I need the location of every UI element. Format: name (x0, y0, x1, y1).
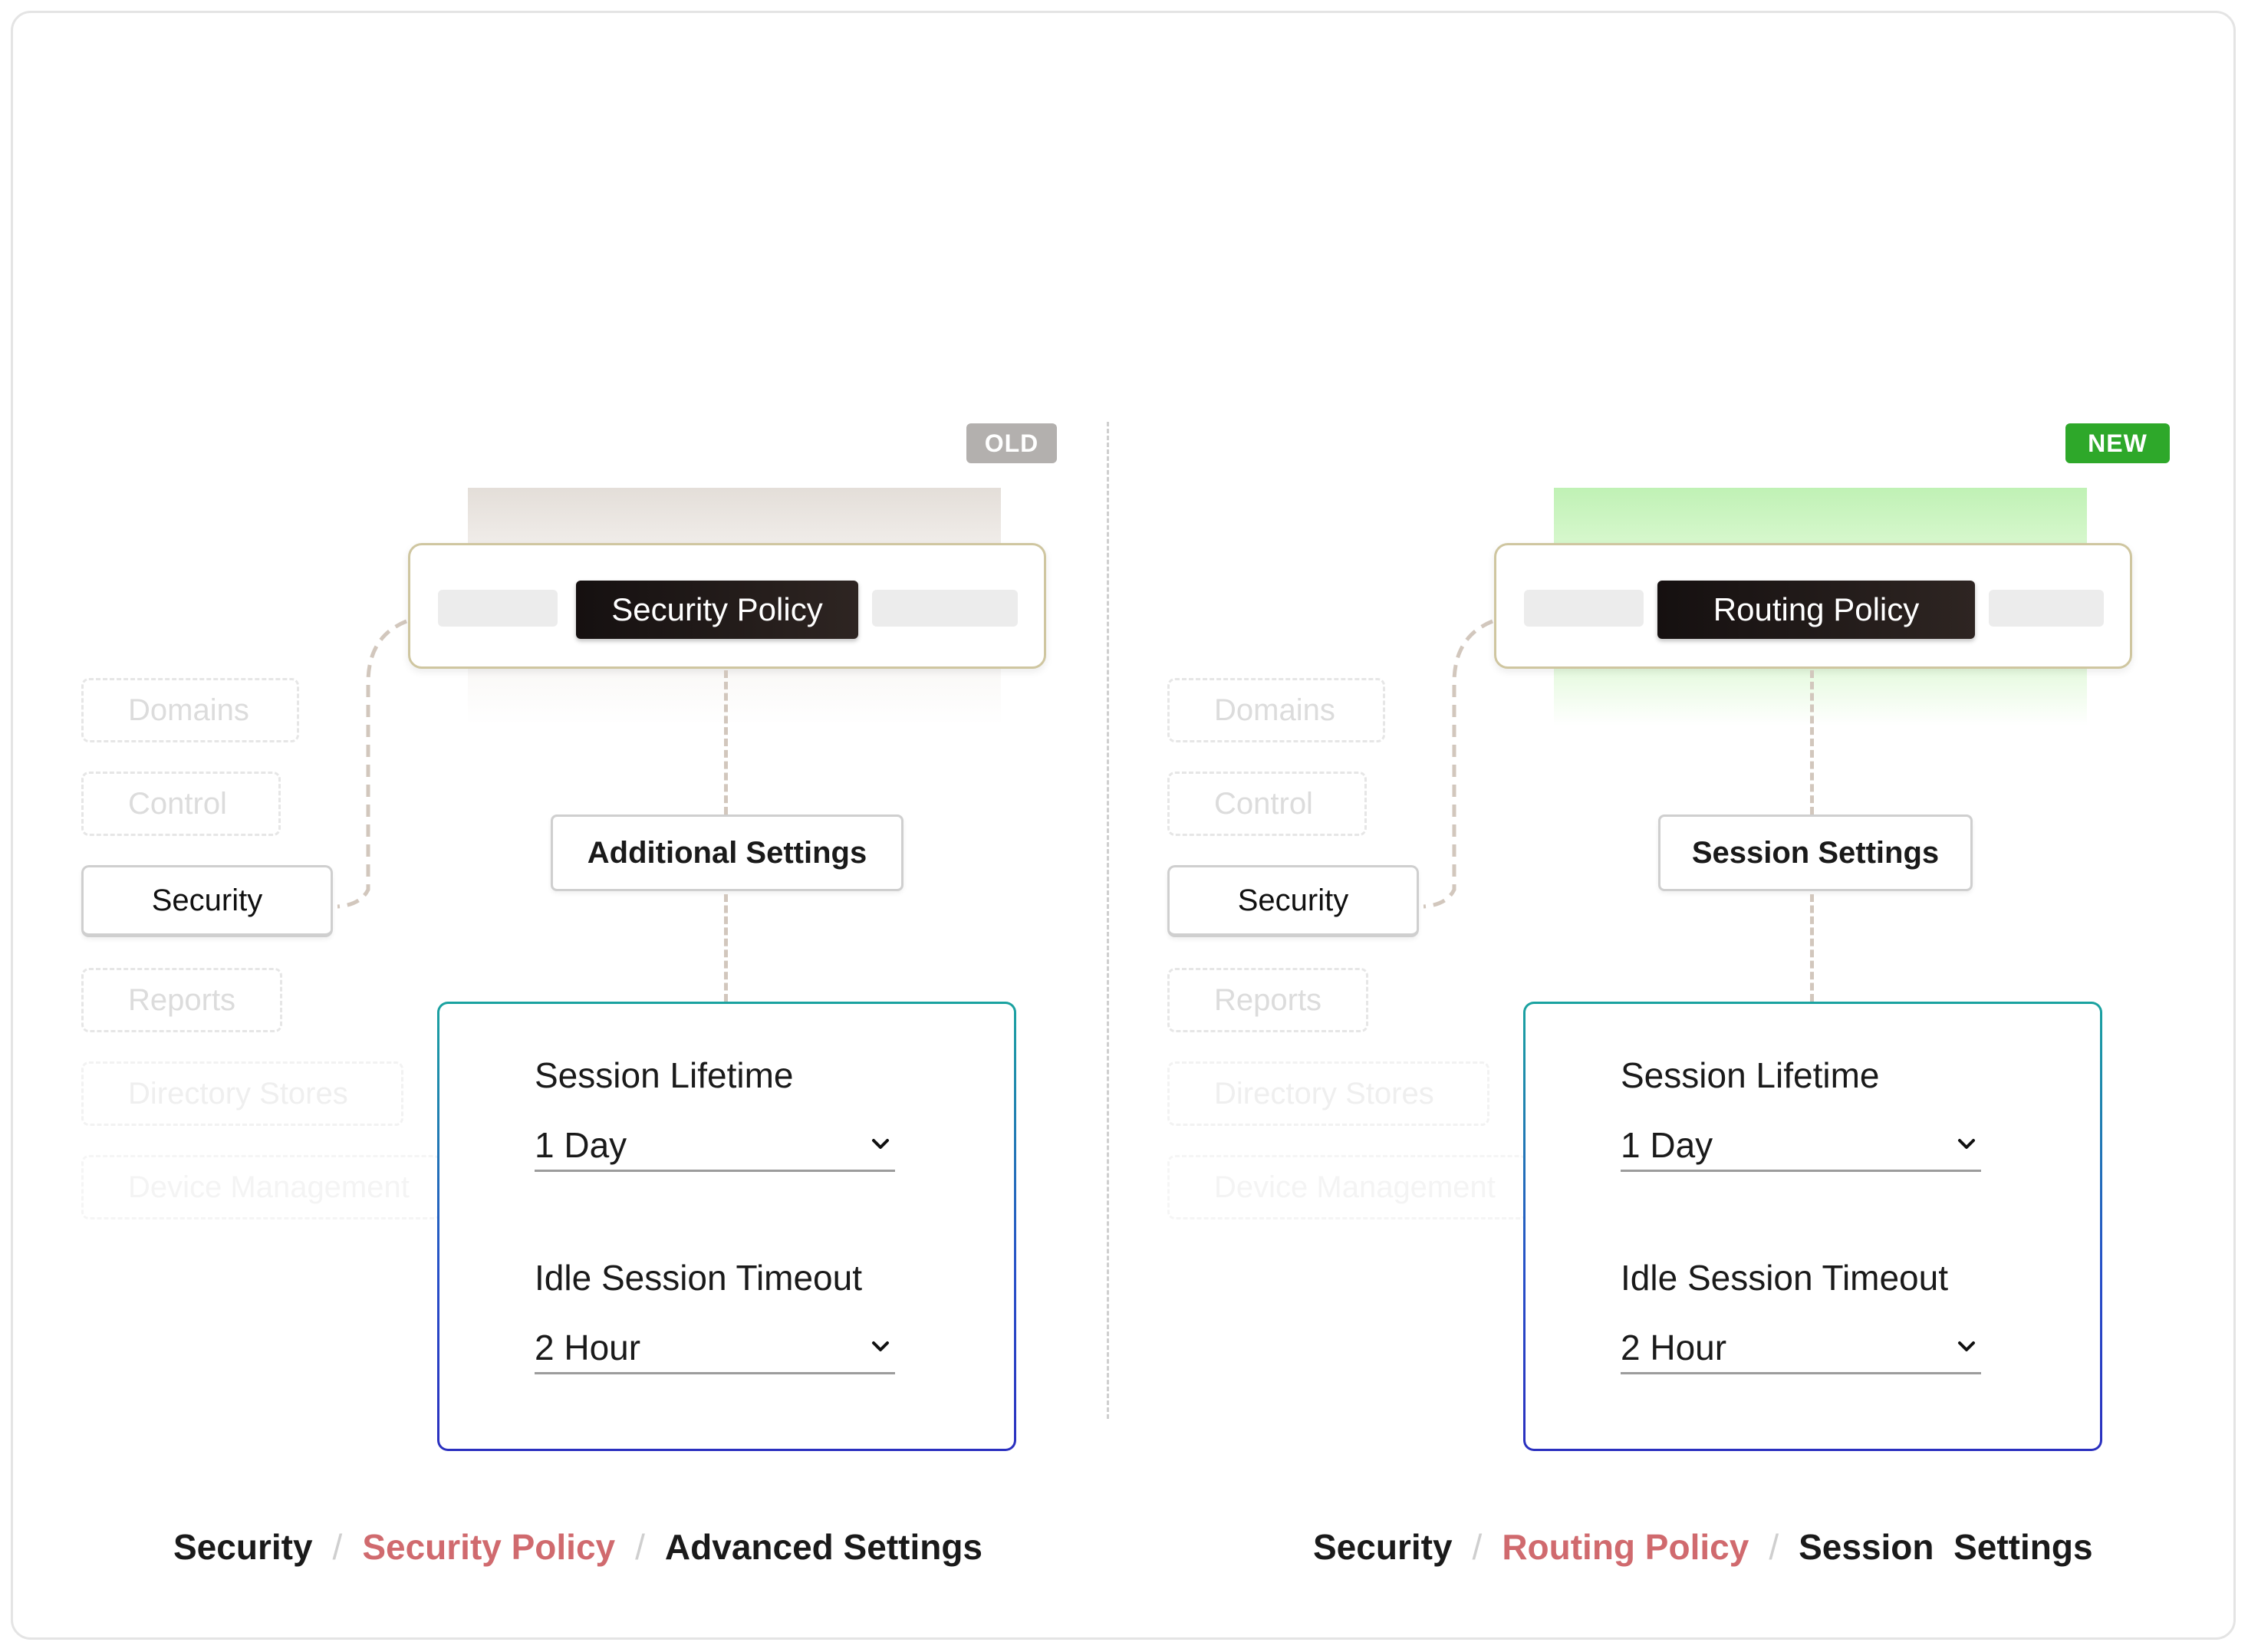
breadcrumb-item-current: Session Settings (1799, 1527, 2093, 1567)
sidebar-connector-line (1423, 619, 1493, 909)
chevron-down-icon (1958, 1341, 1975, 1351)
breadcrumb-item[interactable]: Security (173, 1527, 313, 1567)
policy-tab-active[interactable]: Security Policy (576, 581, 858, 639)
breadcrumb-item-current: Advanced Settings (664, 1527, 983, 1567)
breadcrumb-item[interactable]: Routing Policy (1502, 1527, 1749, 1567)
breadcrumb-item[interactable]: Security (1313, 1527, 1453, 1567)
tree-connector (1810, 894, 1814, 1002)
tree-connector (1810, 670, 1814, 814)
new-panel: NEW Routing Policy Session Settings Doma… (1086, 0, 2210, 1652)
breadcrumb: Security / Security Policy / Advanced Se… (173, 1526, 982, 1568)
breadcrumb-separator: / (635, 1527, 645, 1567)
session-lifetime-label: Session Lifetime (535, 1055, 794, 1095)
old-panel: OLD Security Policy Additional Settings … (81, 423, 1057, 1568)
session-lifetime-label: Session Lifetime (1621, 1055, 1880, 1095)
session-settings-card: Session Lifetime 1 Day Idle Session Time… (1523, 1002, 2102, 1451)
ghost-tab (438, 590, 558, 627)
sidebar-item-directory-stores[interactable]: Directory Stores (81, 1061, 403, 1126)
policy-tab-bar: Routing Policy (1494, 543, 2132, 669)
select-value: 2 Hour (1621, 1328, 1727, 1367)
ghost-tab (872, 590, 1018, 627)
select-value: 1 Day (535, 1125, 627, 1165)
breadcrumb-separator: / (1769, 1527, 1779, 1567)
settings-node[interactable]: Additional Settings (551, 814, 903, 891)
panel-divider (1107, 422, 1109, 1419)
idle-session-timeout-select[interactable]: 2 Hour (535, 1323, 895, 1374)
old-badge: OLD (966, 423, 1057, 463)
settings-node[interactable]: Session Settings (1658, 814, 1973, 891)
new-badge: NEW (2065, 423, 2170, 463)
sidebar-item-directory-stores[interactable]: Directory Stores (1167, 1061, 1489, 1126)
sidebar-item-device-management[interactable]: Device Management (81, 1155, 442, 1219)
sidebar-item-domains[interactable]: Domains (81, 678, 299, 742)
select-value: 1 Day (1621, 1125, 1713, 1165)
ghost-tab (1524, 590, 1644, 627)
sidebar-item-reports[interactable]: Reports (81, 968, 282, 1032)
policy-tab-bar: Security Policy (408, 543, 1046, 669)
breadcrumb-separator: / (332, 1527, 343, 1567)
tree-connector (724, 670, 728, 814)
select-value: 2 Hour (535, 1328, 641, 1367)
idle-session-timeout-label: Idle Session Timeout (535, 1258, 863, 1298)
sidebar-item-device-management[interactable]: Device Management (1167, 1155, 1528, 1219)
tree-connector (724, 894, 728, 1002)
sidebar-item-control[interactable]: Control (1167, 772, 1367, 836)
chevron-down-icon (1958, 1139, 1975, 1149)
sidebar-item-security[interactable]: Security (81, 865, 333, 937)
idle-session-timeout-select[interactable]: 2 Hour (1621, 1323, 1981, 1374)
sidebar-item-control[interactable]: Control (81, 772, 281, 836)
breadcrumb-separator: / (1472, 1527, 1483, 1567)
breadcrumb: Security / Routing Policy / Session Sett… (1313, 1526, 2093, 1568)
chevron-down-icon (872, 1341, 889, 1351)
session-settings-card: Session Lifetime 1 Day Idle Session Time… (437, 1002, 1016, 1451)
sidebar-item-security[interactable]: Security (1167, 865, 1419, 937)
session-lifetime-select[interactable]: 1 Day (1621, 1121, 1981, 1172)
ghost-tab (1989, 590, 2104, 627)
sidebar-connector-line (337, 619, 407, 909)
idle-session-timeout-label: Idle Session Timeout (1621, 1258, 1949, 1298)
policy-tab-active[interactable]: Routing Policy (1657, 581, 1975, 639)
breadcrumb-item[interactable]: Security Policy (362, 1527, 616, 1567)
chevron-down-icon (872, 1139, 889, 1149)
sidebar-item-reports[interactable]: Reports (1167, 968, 1368, 1032)
sidebar-item-domains[interactable]: Domains (1167, 678, 1385, 742)
session-lifetime-select[interactable]: 1 Day (535, 1121, 895, 1172)
